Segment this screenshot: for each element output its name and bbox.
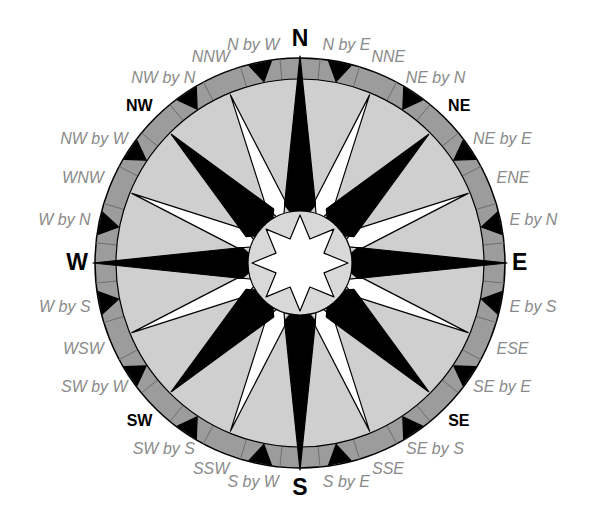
ring-division	[203, 425, 213, 444]
ring-division	[170, 405, 183, 421]
compass-point-label: E	[512, 250, 527, 275]
cardinal-ray	[285, 56, 316, 223]
ring-marker	[177, 87, 197, 109]
ring-division	[462, 166, 481, 176]
compass-point-label: SE by S	[406, 440, 464, 458]
ring-marker	[454, 140, 476, 160]
compass-point-label: SSE	[372, 460, 404, 478]
ring-division	[170, 105, 183, 121]
compass-point-label: ESE	[497, 340, 529, 358]
compass-point-label: NE	[448, 97, 470, 115]
ring-marker	[98, 292, 119, 314]
ring-division	[203, 82, 213, 101]
compass-point-label: W	[66, 250, 88, 275]
ring-division	[476, 203, 496, 209]
ring-division	[483, 243, 504, 245]
ring-division	[240, 67, 246, 87]
compass-point-label: NW by N	[131, 69, 195, 87]
ring-division	[104, 316, 124, 322]
compass-point-label: SW by S	[133, 440, 195, 458]
ring-division	[442, 380, 458, 393]
compass-point-label: S	[292, 475, 307, 500]
ring-marker	[249, 444, 271, 465]
cardinal-ray	[93, 248, 260, 279]
ring-division	[96, 243, 117, 245]
ring-marker	[481, 292, 502, 314]
cardinal-ray	[285, 303, 316, 470]
centre-hub	[248, 211, 352, 315]
ring-division	[387, 82, 397, 101]
ring-division	[353, 439, 359, 459]
compass-point-label: NE by E	[473, 130, 532, 148]
compass-point-label: E by S	[509, 298, 556, 316]
ring-marker	[454, 366, 476, 386]
ring-division	[462, 350, 481, 360]
ring-division	[318, 59, 320, 80]
ring-marker	[329, 61, 351, 82]
ring-marker	[177, 417, 197, 439]
centre-star	[252, 215, 348, 311]
ring-division	[280, 59, 282, 80]
ring-division	[442, 133, 458, 146]
ring-marker	[403, 417, 423, 439]
compass-point-label: N	[292, 26, 309, 51]
ring-division	[104, 203, 124, 209]
intercardinal-ray	[171, 289, 273, 391]
intercardinal-ray	[326, 134, 428, 236]
ring-division	[96, 281, 117, 283]
ring-division	[476, 316, 496, 322]
ring-division	[119, 350, 138, 360]
ring-division	[142, 133, 158, 146]
ring-division	[318, 446, 320, 467]
ring-marker	[329, 444, 351, 465]
ring-division	[119, 166, 138, 176]
ring-division	[240, 439, 246, 459]
compass-point-label: SW by W	[61, 378, 128, 396]
ring-division	[417, 405, 430, 421]
cardinal-ray	[340, 248, 507, 279]
compass-point-label: NW	[126, 97, 153, 115]
compass-point-label: S by E	[323, 473, 370, 491]
compass-point-label: NW by W	[60, 130, 128, 148]
compass-point-label: ENE	[497, 169, 530, 187]
ring-marker	[481, 212, 502, 234]
compass-point-label: SE by E	[473, 378, 531, 396]
ring-marker	[98, 212, 119, 234]
ring-division	[483, 281, 504, 283]
compass-point-label: NNE	[372, 48, 406, 66]
ring-marker	[403, 87, 423, 109]
ring-division	[417, 105, 430, 121]
compass-point-label: N by W	[227, 36, 279, 54]
compass-point-label: E by N	[509, 211, 557, 229]
compass-point-label: S by W	[227, 473, 279, 491]
intercardinal-ray	[171, 134, 273, 236]
compass-point-label: W by S	[39, 298, 91, 316]
ring-division	[387, 425, 397, 444]
ring-marker	[249, 61, 271, 82]
compass-point-label: W by N	[38, 211, 90, 229]
compass-point-label: NE by N	[406, 69, 466, 87]
ring-division	[353, 67, 359, 87]
compass-point-label: SSW	[193, 460, 229, 478]
compass-point-label: WSW	[63, 340, 104, 358]
ring-division	[142, 380, 158, 393]
ring-division	[280, 446, 282, 467]
compass-point-label: SE	[448, 412, 469, 430]
compass-point-label: NNW	[192, 48, 230, 66]
compass-point-label: SW	[127, 412, 153, 430]
intercardinal-ray	[326, 289, 428, 391]
compass-point-label: N by E	[322, 36, 370, 54]
compass-point-label: WNW	[62, 169, 104, 187]
